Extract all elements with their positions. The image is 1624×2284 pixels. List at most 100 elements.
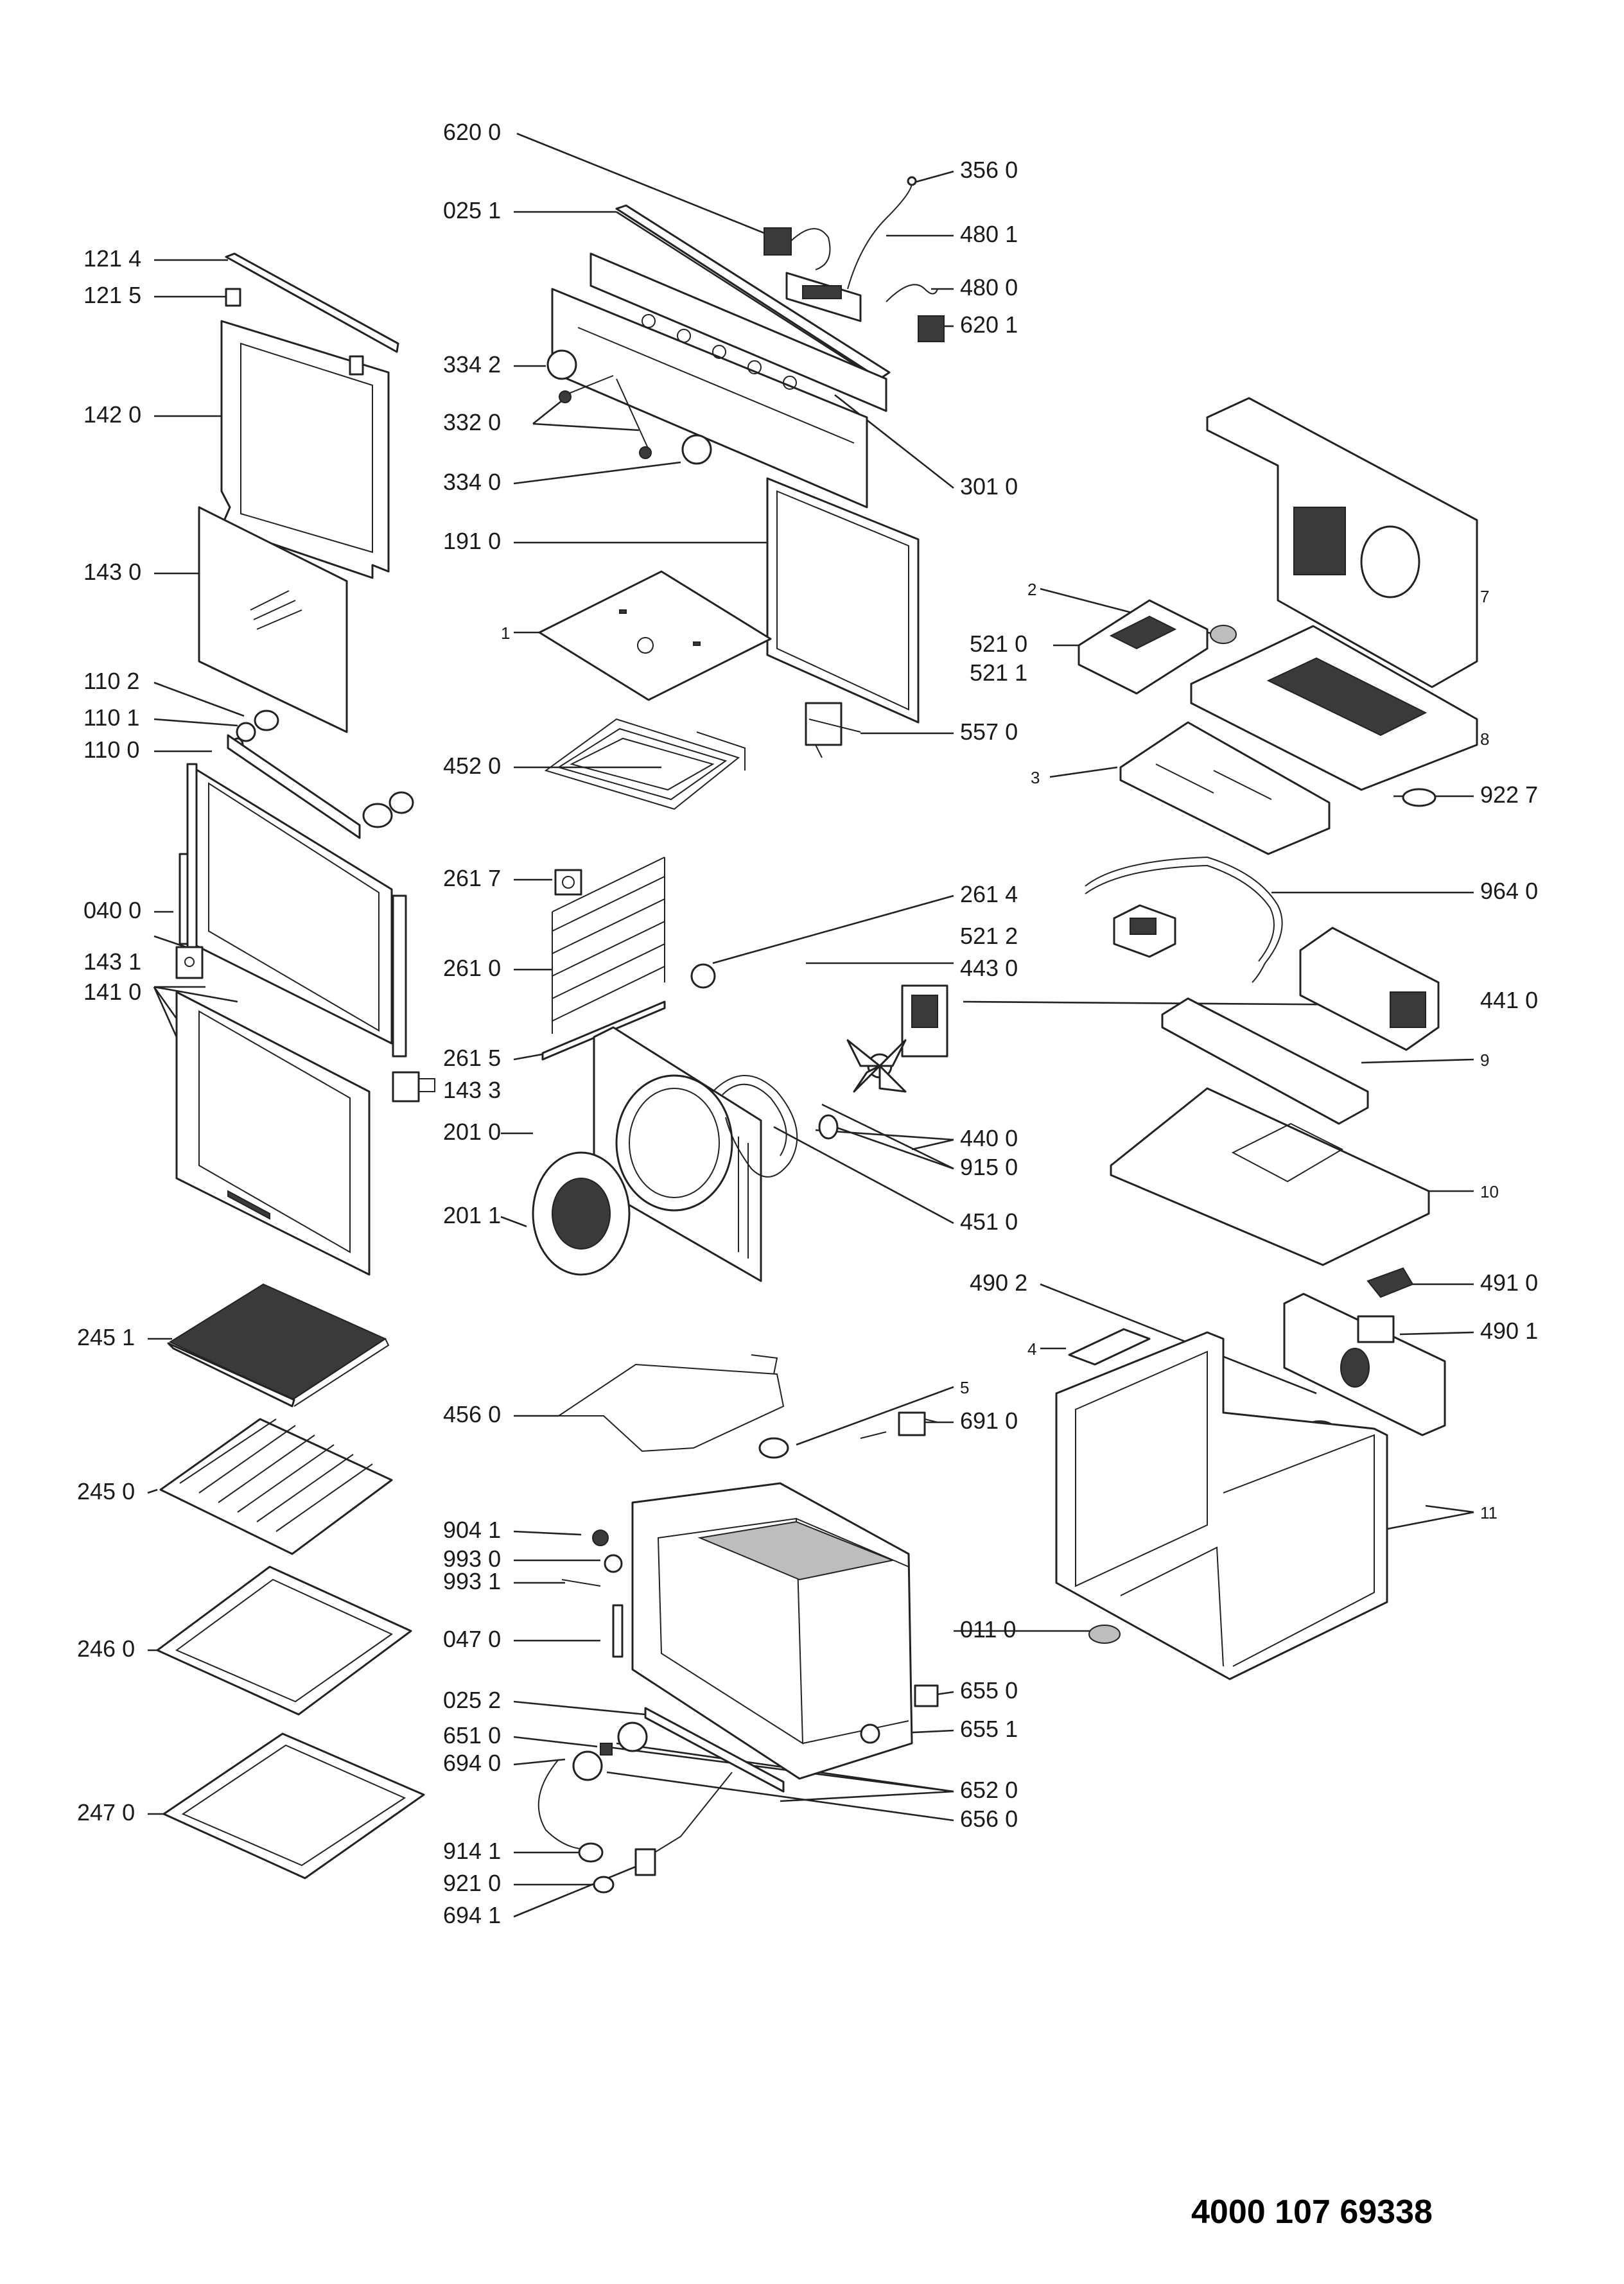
label-7: 7	[1480, 587, 1489, 606]
part-selector-switch-620-1	[918, 315, 945, 342]
label-921-0: 921 0	[443, 1870, 501, 1896]
part-terminal-block-491-0	[1366, 1267, 1414, 1298]
label-521-2: 521 2	[960, 923, 1018, 949]
label-652-0: 652 0	[960, 1777, 1018, 1803]
label-651-0: 651 0	[443, 1722, 501, 1748]
part-top-trim-025-1	[615, 204, 891, 380]
label-557-0: 557 0	[960, 719, 1018, 745]
label-480-1: 480 1	[960, 221, 1018, 247]
label-040-0: 040 0	[83, 897, 141, 923]
label-620-0: 620 0	[443, 119, 501, 145]
part-cooling-fan-441-0	[1299, 927, 1440, 1051]
label-334-2: 334 2	[443, 351, 501, 378]
part-knob-334-0	[681, 434, 712, 465]
label-047-0: 047 0	[443, 1626, 501, 1652]
part-rear-bracket-490-1	[1283, 1293, 1446, 1436]
label-3: 3	[1031, 768, 1040, 787]
document-number: 4000 107 69338	[1191, 2193, 1433, 2231]
part-shelf-support-261	[541, 857, 666, 1061]
label-121-4: 121 4	[83, 245, 141, 272]
label-691-0: 691 0	[960, 1408, 1018, 1434]
label-142-0: 142 0	[83, 401, 141, 428]
part-wiring-480-1	[847, 176, 917, 290]
label-356-0: 356 0	[960, 157, 1018, 183]
label-456-0: 456 0	[443, 1401, 501, 1427]
part-lamp-holder-691-0	[860, 1411, 938, 1439]
label-261-7: 261 7	[443, 865, 501, 891]
part-fan-nut-261-4	[690, 963, 716, 989]
part-lamp-5	[758, 1437, 789, 1459]
part-hinge-143-1	[175, 946, 204, 979]
label-440-0: 440 0	[960, 1125, 1018, 1151]
part-drip-tray-246-0	[156, 1565, 412, 1716]
label-694-1: 694 1	[443, 1902, 501, 1928]
label-11: 11	[1480, 1503, 1497, 1522]
label-110-1: 110 1	[83, 704, 139, 731]
label-914-1: 914 1	[443, 1838, 501, 1864]
label-201-0: 201 0	[443, 1119, 501, 1145]
part-outer-door-glass-141-0	[175, 991, 371, 1276]
label-143-3: 143 3	[443, 1077, 501, 1103]
part-housing-11	[1055, 1331, 1388, 1680]
label-247-0: 247 0	[77, 1799, 135, 1826]
part-bottom-trim-025-2	[644, 1707, 785, 1793]
label-993-0: 993 0	[443, 1546, 501, 1572]
part-baking-tray-247-0	[162, 1732, 425, 1879]
part-door-clip-121-5	[225, 288, 241, 307]
part-grill-rack-245-1	[167, 1283, 390, 1408]
label-904-1: 904 1	[443, 1517, 501, 1543]
part-fan-cover-201-0	[593, 1026, 762, 1282]
label-110-0: 110 0	[83, 737, 139, 763]
label-915-0: 915 0	[960, 1154, 1018, 1180]
label-332-0: 332 0	[443, 409, 501, 435]
label-245-0: 245 0	[77, 1478, 135, 1504]
label-246-0: 246 0	[77, 1635, 135, 1662]
part-door-seal-191-0	[766, 477, 920, 724]
part-control-panel-301-0	[551, 252, 887, 509]
part-knob-334-2	[546, 349, 577, 380]
part-bottom-element-456-0	[556, 1354, 785, 1452]
part-fan-motor-443-0	[901, 984, 948, 1058]
part-hinge-143-3	[392, 1071, 435, 1103]
part-lamp-assembly-651-652-656	[537, 1722, 648, 1850]
part-small-parts-904-993	[561, 1530, 624, 1658]
part-tube-964-0	[1085, 856, 1283, 983]
part-duct-9	[1161, 997, 1369, 1125]
part-oven-cavity	[631, 1482, 913, 1780]
label-521-0: 521 0	[970, 631, 1027, 657]
part-thermostat-557-0	[805, 702, 861, 758]
part-wiring-480-0	[886, 284, 938, 302]
label-025-1: 025 1	[443, 197, 501, 223]
label-110-2: 110 2	[83, 668, 139, 694]
label-4: 4	[1027, 1339, 1036, 1359]
label-5: 5	[960, 1378, 969, 1397]
label-334-0: 334 0	[443, 469, 501, 495]
label-655-1: 655 1	[960, 1716, 1018, 1742]
part-programmer-356-0	[785, 272, 862, 322]
label-694-0: 694 0	[443, 1750, 501, 1776]
label-480-0: 480 0	[960, 274, 1018, 301]
label-441-0: 441 0	[1480, 987, 1538, 1013]
label-025-2: 025 2	[443, 1687, 501, 1713]
part-foot-922-7	[1402, 788, 1436, 807]
part-rear-panel-7	[1206, 397, 1478, 688]
part-box-4	[1068, 1328, 1151, 1366]
label-301-0: 301 0	[960, 473, 1018, 500]
part-control-board-521-0	[1078, 599, 1209, 695]
label-143-0: 143 0	[83, 559, 141, 585]
label-261-4: 261 4	[960, 881, 1018, 907]
label-993-1: 993 1	[443, 1568, 501, 1594]
part-knob-shaft-332-0	[559, 375, 652, 459]
label-8: 8	[1480, 729, 1489, 749]
label-620-1: 620 1	[960, 311, 1018, 338]
part-insulation-3	[1119, 721, 1331, 855]
part-grill-element-452-0	[544, 718, 746, 810]
label-655-0: 655 0	[960, 1677, 1018, 1704]
label-011-0: 011 0	[960, 1616, 1016, 1643]
label-964-0: 964 0	[1480, 878, 1538, 904]
part-terminal-521-2	[1113, 904, 1176, 958]
part-fan-blade-440-0	[846, 1039, 907, 1093]
label-491-0: 491 0	[1480, 1269, 1538, 1296]
label-143-1: 143 1	[83, 948, 141, 975]
